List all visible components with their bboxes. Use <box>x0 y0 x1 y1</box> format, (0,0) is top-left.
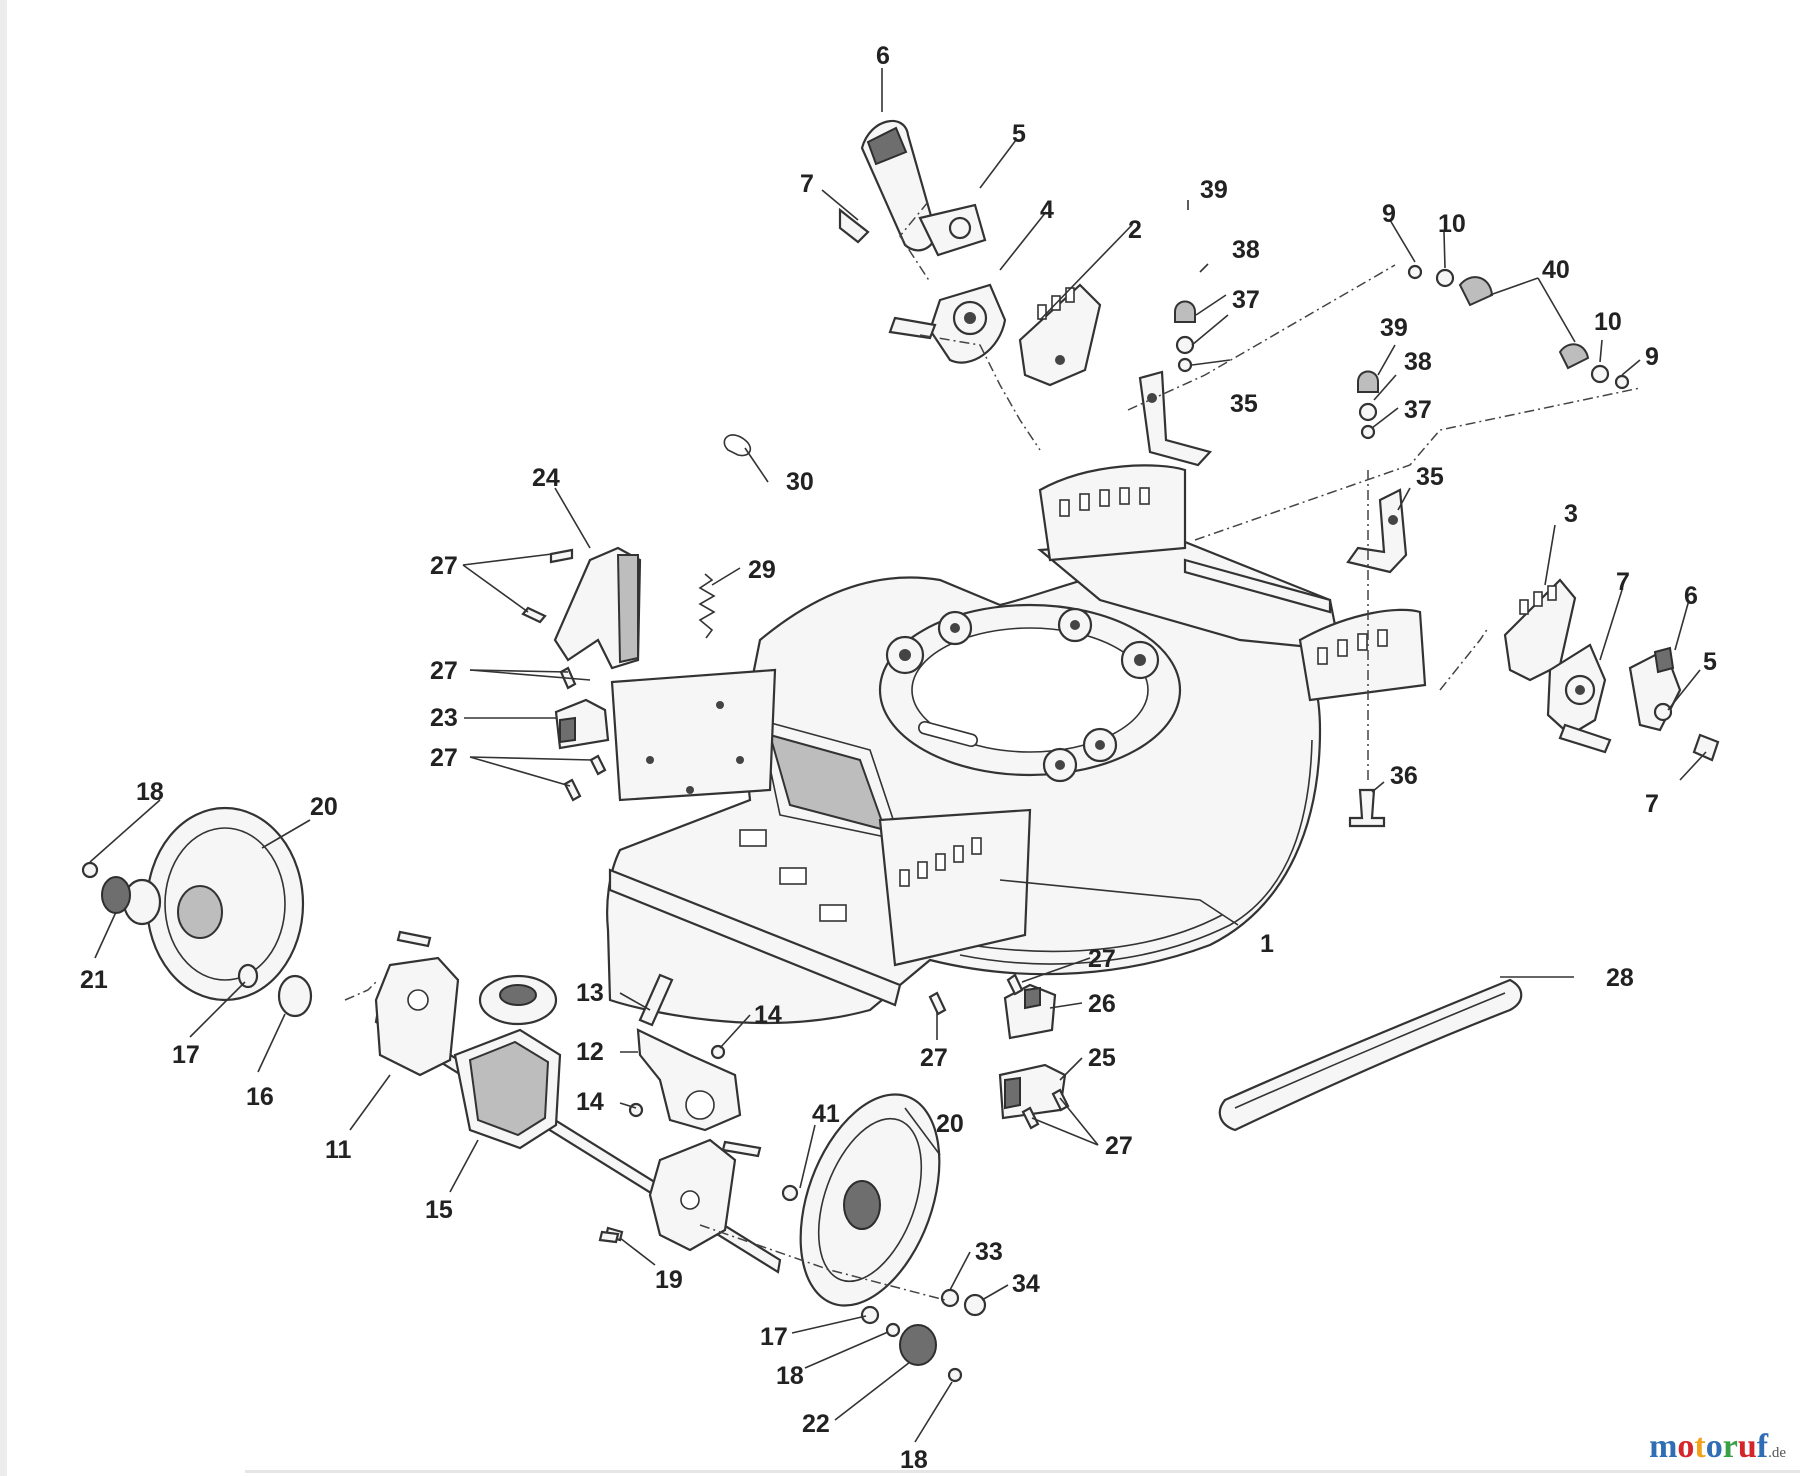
label-part-7-rear: 7 <box>800 170 814 198</box>
watermark-letter: o <box>1705 1428 1723 1465</box>
label-part-18-mid: 18 <box>776 1362 804 1390</box>
label-part-22: 22 <box>802 1410 830 1438</box>
label-part-13: 13 <box>576 979 604 1007</box>
label-part-19: 19 <box>655 1266 683 1294</box>
label-part-27-f: 27 <box>1105 1132 1133 1160</box>
page-left-edge <box>0 0 7 1476</box>
label-part-25: 25 <box>1088 1044 1116 1072</box>
label-part-7-front-top: 7 <box>1616 568 1630 596</box>
rear-wheels <box>81 806 987 1383</box>
label-part-35-left: 35 <box>1230 390 1258 418</box>
cable-guides <box>521 546 1070 1130</box>
label-part-2: 2 <box>1128 216 1142 244</box>
axle-brackets <box>1138 264 1630 828</box>
label-part-27-b: 27 <box>430 657 458 685</box>
label-part-9-left: 9 <box>1382 200 1396 228</box>
label-part-21: 21 <box>80 966 108 994</box>
label-part-20-left: 20 <box>310 793 338 821</box>
label-part-6-front: 6 <box>1684 582 1698 610</box>
label-part-15: 15 <box>425 1196 453 1224</box>
label-part-39-left: 39 <box>1200 176 1228 204</box>
label-part-12: 12 <box>576 1038 604 1066</box>
gearbox-axle <box>374 930 782 1274</box>
label-part-4: 4 <box>1040 196 1054 224</box>
watermark-letter: m <box>1649 1428 1678 1465</box>
label-part-1: 1 <box>1260 930 1274 958</box>
watermark-tld: .de <box>1768 1445 1786 1461</box>
label-part-39-right: 39 <box>1380 314 1408 342</box>
label-part-5-front: 5 <box>1703 648 1717 676</box>
label-part-23: 23 <box>430 704 458 732</box>
label-part-38-right: 38 <box>1404 348 1432 376</box>
label-part-34: 34 <box>1012 1270 1040 1298</box>
label-part-3: 3 <box>1564 500 1578 528</box>
front-height-lever <box>1503 578 1720 762</box>
label-part-27-e: 27 <box>920 1044 948 1072</box>
label-part-10-left: 10 <box>1438 210 1466 238</box>
label-part-17-right: 17 <box>760 1323 788 1351</box>
label-part-17-left: 17 <box>172 1041 200 1069</box>
part-number-labels: 1 2 3 4 5 5 6 6 7 7 7 9 9 10 10 11 12 13… <box>80 42 1717 1474</box>
drive-belt <box>1218 978 1523 1132</box>
label-part-16: 16 <box>246 1083 274 1111</box>
mower-deck <box>606 464 1427 1025</box>
label-part-24: 24 <box>532 464 560 492</box>
label-part-33: 33 <box>975 1238 1003 1266</box>
label-part-27-d: 27 <box>1088 945 1116 973</box>
watermark-letter: u <box>1737 1428 1757 1465</box>
watermark-logo: motoruf.de <box>1649 1428 1786 1466</box>
label-part-27-a: 27 <box>430 552 458 580</box>
label-part-28: 28 <box>1606 964 1634 992</box>
watermark-letter: o <box>1677 1428 1695 1465</box>
label-part-7-front-bottom: 7 <box>1645 790 1659 818</box>
label-part-27-c: 27 <box>430 744 458 772</box>
watermark-letter: t <box>1694 1428 1706 1465</box>
label-part-18-left: 18 <box>136 778 164 806</box>
label-part-11: 11 <box>325 1136 352 1164</box>
label-part-9-right: 9 <box>1645 343 1659 371</box>
watermark-letter: f <box>1756 1428 1769 1465</box>
leader-lines <box>89 68 1707 1443</box>
label-part-38-left: 38 <box>1232 236 1260 264</box>
label-part-30: 30 <box>786 468 814 496</box>
footer-rule <box>245 1470 1800 1473</box>
label-part-37-right: 37 <box>1404 396 1432 424</box>
assembly-lines <box>344 201 1641 1301</box>
label-part-6-rear: 6 <box>876 42 890 70</box>
label-part-26: 26 <box>1088 990 1116 1018</box>
label-part-29: 29 <box>748 556 776 584</box>
label-part-37-left: 37 <box>1232 286 1260 314</box>
label-part-14-right: 14 <box>754 1001 782 1029</box>
label-part-41: 41 <box>812 1100 840 1128</box>
label-part-14-left: 14 <box>576 1088 604 1116</box>
label-part-10-right: 10 <box>1594 308 1622 336</box>
label-part-18-bottom: 18 <box>900 1446 928 1474</box>
label-part-5-rear: 5 <box>1012 120 1026 148</box>
watermark-letter: r <box>1722 1428 1738 1465</box>
label-part-35-right: 35 <box>1416 463 1444 491</box>
clip-and-spring <box>698 434 752 639</box>
label-part-40: 40 <box>1542 256 1570 284</box>
label-part-36: 36 <box>1390 762 1418 790</box>
label-part-20-right: 20 <box>936 1110 964 1138</box>
rear-height-lever <box>838 119 1102 387</box>
